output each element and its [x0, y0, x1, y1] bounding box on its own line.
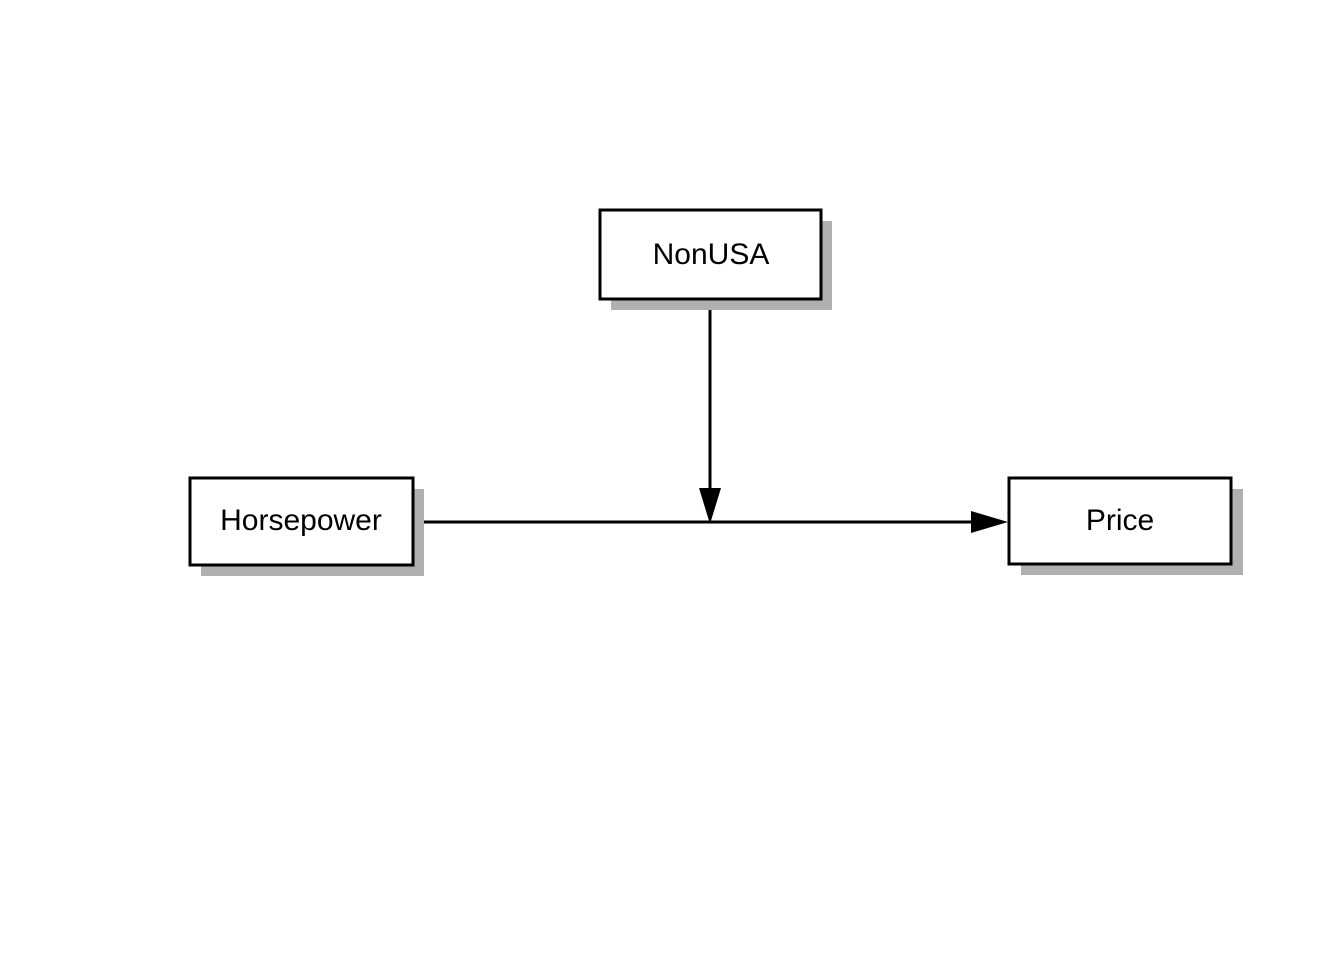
- node-nonusa-box: [598, 208, 823, 301]
- node-horsepower[interactable]: Horsepower: [188, 476, 424, 576]
- node-nonusa[interactable]: NonUSA: [598, 208, 832, 310]
- edge-horsepower-price[interactable]: [423, 511, 1008, 533]
- node-horsepower-label: Horsepower: [220, 504, 382, 537]
- node-nonusa-label: NonUSA: [653, 238, 770, 271]
- node-price-box: [1007, 476, 1233, 566]
- node-price-label: Price: [1086, 504, 1154, 537]
- node-price[interactable]: Price: [1007, 476, 1243, 575]
- node-horsepower-box: [188, 476, 415, 567]
- edge-nonusa-price[interactable]: [699, 310, 721, 524]
- edge-horsepower-price-arrowhead: [971, 511, 1008, 533]
- edge-nonusa-price-arrowhead: [699, 488, 721, 524]
